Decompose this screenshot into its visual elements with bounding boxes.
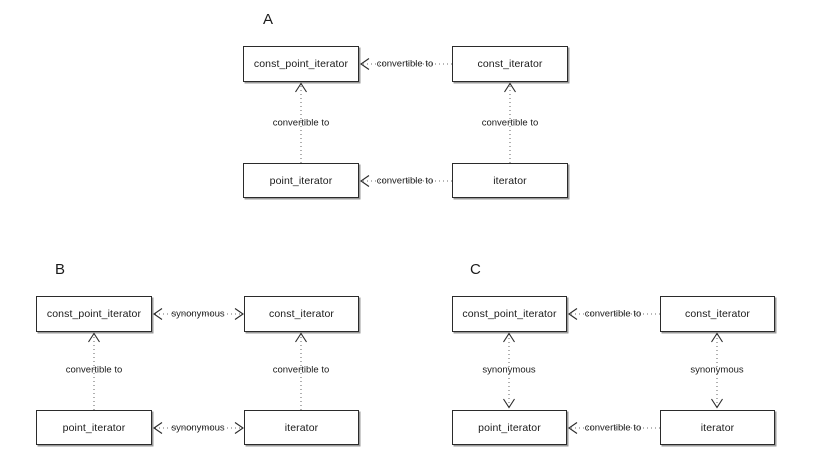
node-label: point_iterator (478, 421, 541, 434)
arrowhead-left-icon (153, 308, 163, 320)
panel-c-edge-label-right-vertical: synonymous (688, 364, 746, 376)
panel-c-edge-label-top-horizontal: convertible to (582, 308, 644, 320)
node-label: const_point_iterator (46, 308, 142, 320)
panel-b-edge-label-right-vertical: convertible to (270, 364, 332, 376)
arrowhead-up-icon (504, 82, 516, 93)
panel-b-edge-label-top-horizontal: synonymous (169, 308, 227, 320)
panel-c-node-iterator[interactable]: iterator (660, 410, 775, 445)
node-label: const_iterator (268, 308, 334, 320)
node-label: iterator (284, 421, 319, 434)
panel-b-node-const-point-iterator[interactable]: const_point_iterator (36, 296, 152, 332)
arrowhead-left-icon (153, 422, 163, 434)
panel-b-node-const-iterator[interactable]: const_iterator (244, 296, 359, 332)
arrowhead-up-icon (295, 82, 307, 93)
arrowhead-up-icon (711, 332, 723, 343)
arrowhead-right-icon (234, 422, 244, 434)
arrowhead-left-icon (568, 308, 578, 320)
panel-a-node-iterator[interactable]: iterator (452, 163, 568, 198)
arrowhead-left-icon (360, 58, 370, 70)
panel-label-b: B (55, 261, 66, 278)
panel-a-node-const-iterator[interactable]: const_iterator (452, 46, 568, 82)
panel-a-node-const-point-iterator[interactable]: const_point_iterator (243, 46, 359, 82)
panel-b-edge-label-left-vertical: convertible to (63, 364, 125, 376)
node-label: iterator (493, 174, 527, 187)
panel-b-node-point-iterator[interactable]: point_iterator (36, 410, 152, 445)
arrowhead-down-icon (503, 398, 515, 409)
panel-c-edge-label-bottom-horizontal: convertible to (582, 422, 644, 434)
node-label: const_iterator (477, 58, 543, 70)
panel-b-node-iterator[interactable]: iterator (244, 410, 359, 445)
panel-c-node-const-iterator[interactable]: const_iterator (660, 296, 775, 332)
arrowhead-up-icon (88, 332, 100, 343)
arrowhead-up-icon (295, 332, 307, 343)
arrowhead-up-icon (503, 332, 515, 343)
arrowhead-down-icon (711, 398, 723, 409)
panel-c-node-const-point-iterator[interactable]: const_point_iterator (452, 296, 567, 332)
panel-a-edge-label-left-vertical: convertible to (270, 117, 332, 129)
node-label: iterator (700, 421, 735, 434)
panel-a-edge-label-right-vertical: convertible to (479, 117, 541, 129)
panel-c-edge-label-left-vertical: synonymous (480, 364, 538, 376)
panel-label-c: C (470, 261, 481, 278)
node-label: const_point_iterator (253, 58, 349, 70)
node-label: const_point_iterator (462, 308, 557, 320)
panel-a-node-point-iterator[interactable]: point_iterator (243, 163, 359, 198)
node-label: const_iterator (684, 308, 750, 320)
arrowhead-left-icon (360, 175, 370, 187)
panel-c-node-point-iterator[interactable]: point_iterator (452, 410, 567, 445)
panel-a-edge-label-top-horizontal: convertible to (374, 58, 436, 70)
arrowhead-right-icon (234, 308, 244, 320)
arrowhead-left-icon (568, 422, 578, 434)
panel-label-a: A (263, 11, 274, 28)
node-label: point_iterator (62, 421, 126, 434)
panel-a-edge-label-bottom-horizontal: convertible to (374, 175, 436, 187)
node-label: point_iterator (269, 174, 333, 187)
panel-b-edge-label-bottom-horizontal: synonymous (169, 422, 227, 434)
